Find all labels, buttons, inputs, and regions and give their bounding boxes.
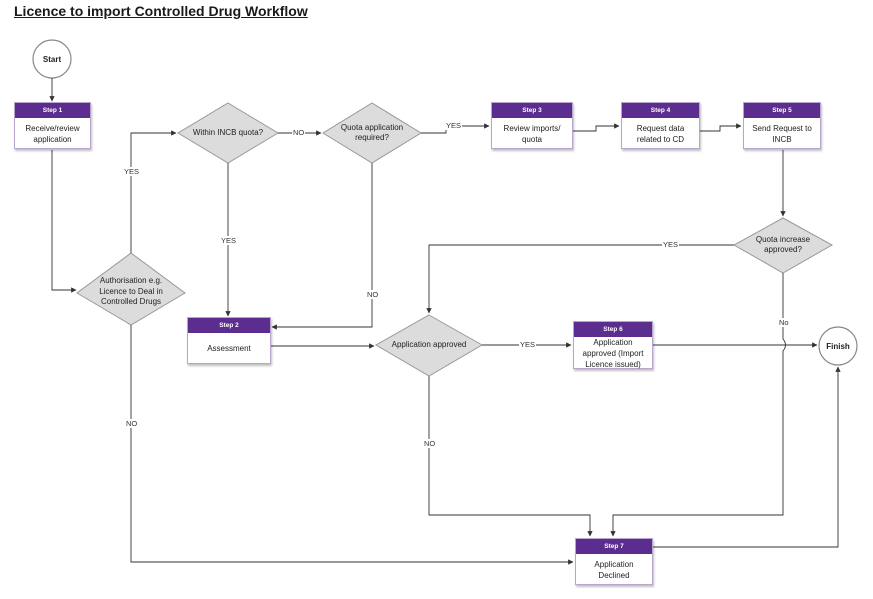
start-label: Start <box>42 54 62 64</box>
edge-step7-finish <box>653 366 841 548</box>
step-6-box: Step 6 Application approved (Import Lice… <box>573 321 653 369</box>
step-1-header: Step 1 <box>15 103 90 118</box>
step-5-text: Send Request to INCB <box>752 123 812 144</box>
label-within-yes: YES <box>220 236 238 245</box>
decision-authorisation-text: Authorisation e.g. Licence to Deal in Co… <box>99 276 163 307</box>
edge-approved-step7 <box>428 376 593 537</box>
step-7-box: Step 7 Application Declined <box>575 538 653 585</box>
edge-step3-step4 <box>573 123 620 132</box>
label-auth-yes: YES <box>123 167 141 176</box>
step-4-text: Request data related to CD <box>636 123 685 144</box>
label-approved-no: NO <box>423 439 437 448</box>
step-4-box: Step 4 Request data related to CD <box>621 102 700 149</box>
label-approved-yes: YES <box>519 340 537 349</box>
label-quota-inc-no: No <box>778 318 790 327</box>
edge-step1-auth <box>51 150 77 293</box>
page-title: Licence to import Controlled Drug Workfl… <box>14 3 308 19</box>
step-4-header: Step 4 <box>622 103 699 118</box>
decision-quota-increase-text: Quota increase approved? <box>755 234 811 255</box>
edge-auth-within <box>130 130 177 253</box>
step-5-box: Step 5 Send Request to INCB <box>743 102 821 149</box>
label-auth-no: NO <box>125 419 139 428</box>
edge-auth-step7 <box>130 325 574 565</box>
edge-quotainc-step7 <box>610 273 786 537</box>
label-quota-app-no: NO <box>366 290 380 299</box>
finish-terminal <box>818 326 858 366</box>
step-2-header: Step 2 <box>188 318 270 333</box>
step-2-text: Assessment <box>207 344 251 353</box>
step-3-header: Step 3 <box>492 103 572 118</box>
step-2-box: Step 2 Assessment <box>187 317 271 364</box>
edge-step4-step5 <box>700 123 742 132</box>
decision-quota-application-text: Quota application required? <box>340 122 404 143</box>
step-3-box: Step 3 Review imports/ quota <box>491 102 573 149</box>
step-5-header: Step 5 <box>744 103 820 118</box>
step-1-box: Step 1 Receive/review application <box>14 102 91 149</box>
finish-label: Finish <box>826 341 850 351</box>
step-6-text: Application approved (Import Licence iss… <box>582 337 644 369</box>
decision-within-quota-text: Within INCB quota? <box>192 127 264 137</box>
step-7-text: Application Declined <box>594 559 634 580</box>
edge-quotaapp-step2 <box>271 163 373 330</box>
step-7-header: Step 7 <box>576 539 652 554</box>
edge-quotainc-approved <box>426 244 734 314</box>
label-within-no: NO <box>292 128 306 137</box>
step-6-header: Step 6 <box>574 322 652 337</box>
step-3-text: Review imports/ quota <box>503 123 561 144</box>
decision-application-approved-text: Application approved <box>391 339 467 349</box>
label-quota-inc-yes: YES <box>662 240 680 249</box>
label-quota-app-yes: YES <box>445 121 463 130</box>
step-1-text: Receive/review application <box>25 123 80 144</box>
